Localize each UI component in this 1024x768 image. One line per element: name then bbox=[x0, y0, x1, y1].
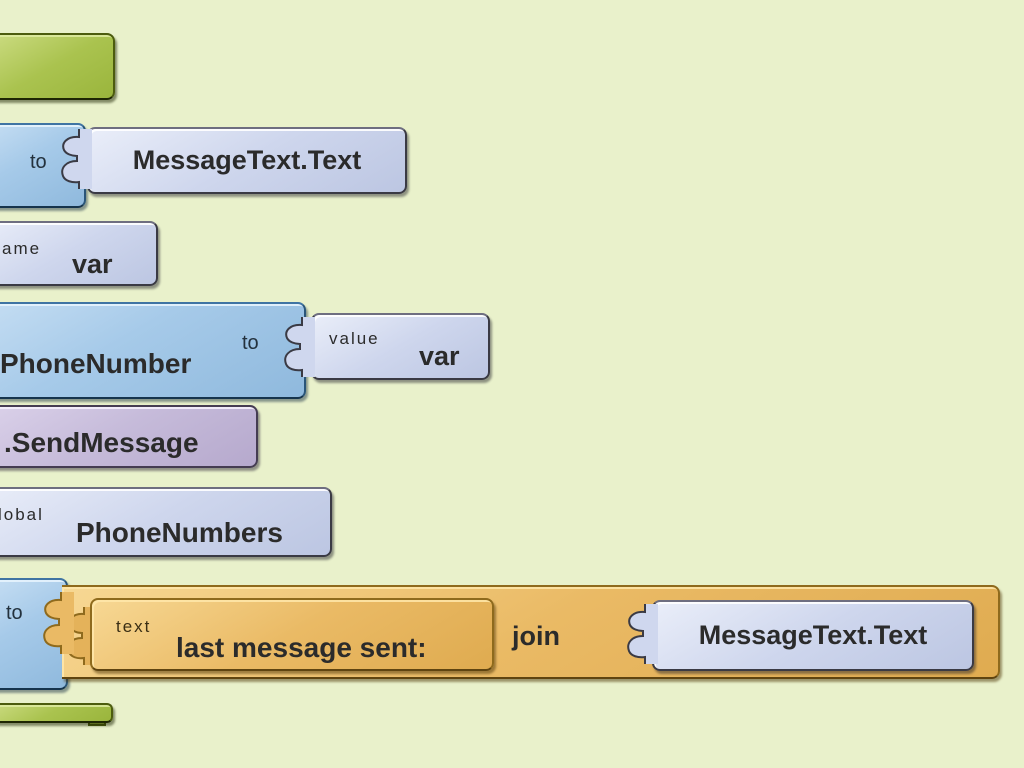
name-prefix-label: ame bbox=[2, 239, 42, 258]
value-var-argument-block[interactable]: value var bbox=[311, 313, 490, 380]
set-phonenumber-block[interactable]: PhoneNumber to bbox=[0, 302, 306, 399]
block-label: MessageText.Text bbox=[698, 620, 928, 650]
messagetext-argument-block[interactable]: MessageText.Text bbox=[87, 127, 407, 194]
var-label: var bbox=[72, 249, 113, 279]
to-param-label: to bbox=[30, 151, 47, 173]
puzzle-connector-icon bbox=[284, 317, 315, 377]
sendmessage-label: .SendMessage bbox=[4, 427, 199, 458]
sendmessage-call-block[interactable]: .SendMessage bbox=[0, 405, 258, 468]
puzzle-connector-icon bbox=[627, 604, 658, 664]
green-event-stub-block[interactable] bbox=[0, 33, 115, 100]
var-label: var bbox=[419, 341, 460, 371]
messagetext-argument-block-2[interactable]: MessageText.Text bbox=[652, 600, 974, 671]
puzzle-connector-icon bbox=[43, 592, 74, 654]
join-label: join bbox=[512, 621, 560, 651]
text-value-label: last message sent: bbox=[176, 632, 427, 663]
text-string-block[interactable]: text last message sent: bbox=[90, 598, 494, 671]
value-prefix-label: value bbox=[329, 329, 380, 348]
global-phonenumbers-block[interactable]: lobal PhoneNumbers bbox=[0, 487, 332, 557]
global-prefix-label: lobal bbox=[0, 505, 44, 524]
text-prefix-label: text bbox=[116, 617, 152, 636]
to-param-label: to bbox=[242, 332, 259, 354]
phonenumber-label: PhoneNumber bbox=[0, 348, 192, 379]
to-param-label: to bbox=[6, 602, 23, 624]
puzzle-connector-icon bbox=[61, 129, 92, 189]
block-label: MessageText.Text bbox=[132, 145, 362, 175]
phonenumbers-label: PhoneNumbers bbox=[76, 517, 283, 548]
name-var-block[interactable]: ame var bbox=[0, 221, 158, 286]
collapsed-green-block[interactable] bbox=[0, 703, 113, 723]
